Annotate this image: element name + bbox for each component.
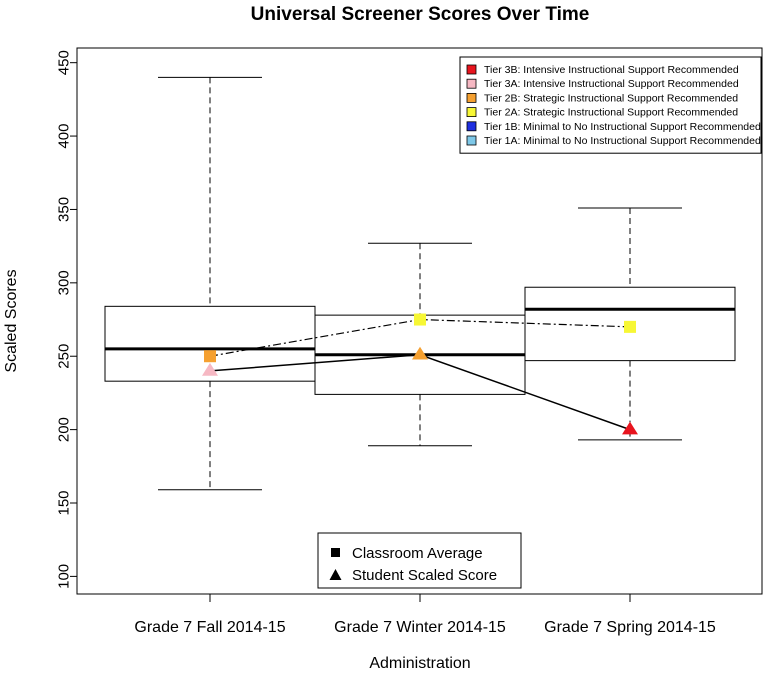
y-tick-label: 250: [55, 344, 72, 369]
y-tick-label: 150: [55, 490, 72, 515]
tier-legend-label: Tier 1B: Minimal to No Instructional Sup…: [484, 121, 761, 133]
y-tick-label: 350: [55, 197, 72, 222]
tier-legend-label: Tier 3B: Intensive Instructional Support…: [484, 64, 739, 76]
tier-legend: Tier 3B: Intensive Instructional Support…: [459, 56, 762, 154]
box: [314, 242, 526, 447]
marker-legend-triangle-icon: [329, 569, 342, 580]
marker-legend-label: Student Scaled Score: [352, 567, 497, 584]
classroom-average-point: [204, 350, 216, 363]
tier-legend-label: Tier 2A: Strategic Instructional Support…: [484, 107, 738, 119]
student-score-point: [202, 362, 218, 376]
y-tick-label: 100: [55, 564, 72, 589]
x-tick-label: Grade 7 Fall 2014-15: [134, 619, 285, 636]
tier-legend-swatch: [466, 78, 477, 89]
y-tick-label: 200: [55, 417, 72, 442]
student-score-point: [622, 421, 638, 435]
y-axis-label: Scaled Scores: [3, 269, 20, 372]
series-group: [202, 313, 638, 435]
y-tick-label: 300: [55, 270, 72, 295]
chart-title: Universal Screener Scores Over Time: [251, 4, 590, 25]
tier-legend-swatch: [466, 93, 477, 103]
marker-legend-label: Classroom Average: [352, 545, 483, 562]
classroom-average-point: [414, 313, 426, 326]
x-axis-label: Administration: [369, 655, 470, 672]
y-tick-label: 400: [55, 124, 72, 149]
box: [104, 76, 316, 491]
tier-legend-label: Tier 2B: Strategic Instructional Support…: [484, 92, 738, 104]
tier-legend-swatch: [466, 135, 477, 146]
tier-legend-label: Tier 1A: Minimal to No Instructional Sup…: [484, 135, 761, 147]
marker-legend-box: [317, 532, 522, 589]
tier-legend-swatch: [466, 64, 477, 75]
x-tick-label: Grade 7 Spring 2014-15: [544, 619, 716, 636]
tier-legend-label: Tier 3A: Intensive Instructional Support…: [484, 78, 739, 90]
tier-legend-swatch: [466, 121, 477, 132]
x-axis: Grade 7 Fall 2014-15 Grade 7 Winter 2014-…: [134, 593, 716, 636]
tier-legend-swatch: [466, 107, 477, 117]
x-tick-label: Grade 7 Winter 2014-15: [334, 619, 506, 636]
tier-legend-box: [459, 56, 762, 154]
marker-legend-square-icon: [331, 548, 340, 557]
y-tick-label: 450: [55, 50, 72, 75]
student-score-point: [412, 346, 428, 360]
y-axis: 100 150 200 250 300 350 400 450: [55, 50, 78, 589]
classroom-average-point: [624, 320, 636, 333]
